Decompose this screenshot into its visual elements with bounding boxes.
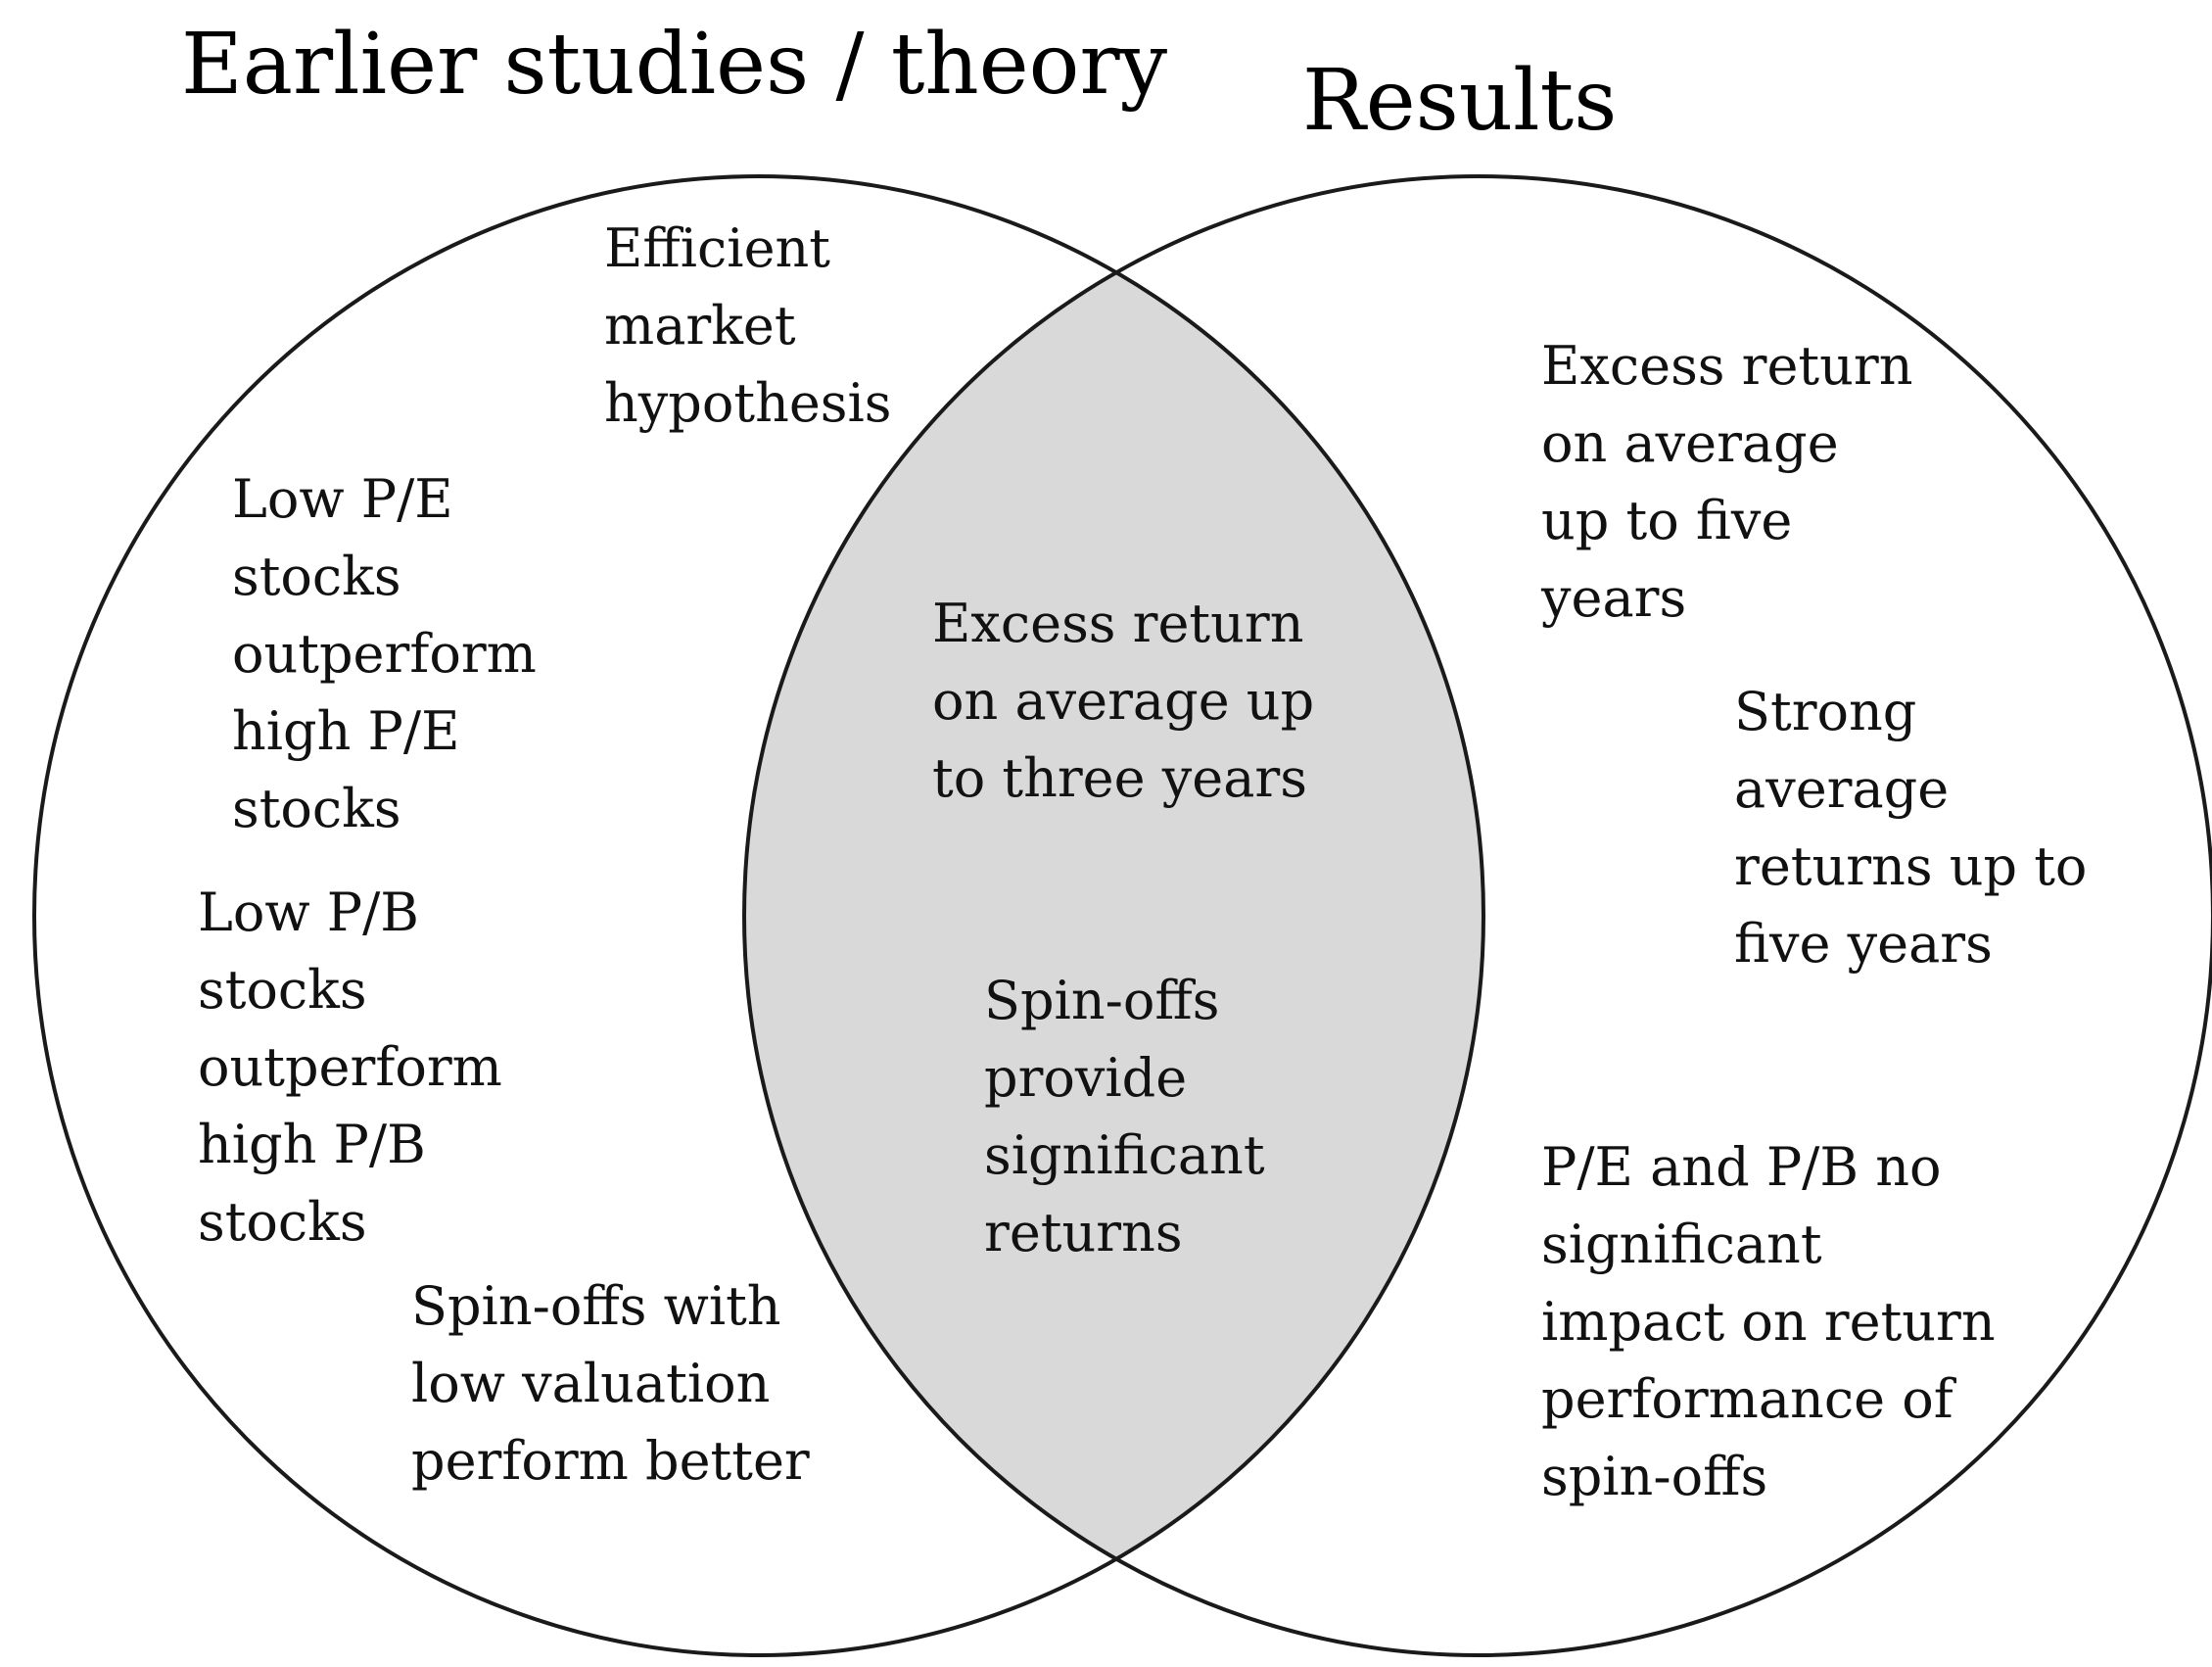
label-no-impact: P/E and P/B no significant impact on ret… — [1541, 1136, 2012, 1507]
right-circle-title: Results — [1302, 52, 1617, 150]
label-significant-returns: Spin-offs provide significant returns — [984, 970, 1282, 1263]
label-low-pb: Low P/B stocks outperform high P/B stock… — [198, 881, 519, 1253]
label-efficient-market: Efficient market hypothesis — [604, 217, 892, 434]
right-circle — [742, 174, 2212, 1657]
label-five-years: Excess return on average up to five year… — [1540, 335, 1930, 629]
label-low-pe: Low P/E stocks outperform high P/E stock… — [232, 468, 553, 839]
left-circle-title: Earlier studies / theory — [181, 16, 1168, 114]
overlap-region — [744, 176, 1483, 1655]
left-circle — [32, 174, 1485, 1657]
label-low-valuation: Spin-offs with low valuation perform bet… — [411, 1275, 810, 1492]
label-three-years: Excess return on average up to three yea… — [932, 593, 1331, 809]
label-strong-returns: Strong average returns up to five years — [1734, 681, 2104, 975]
